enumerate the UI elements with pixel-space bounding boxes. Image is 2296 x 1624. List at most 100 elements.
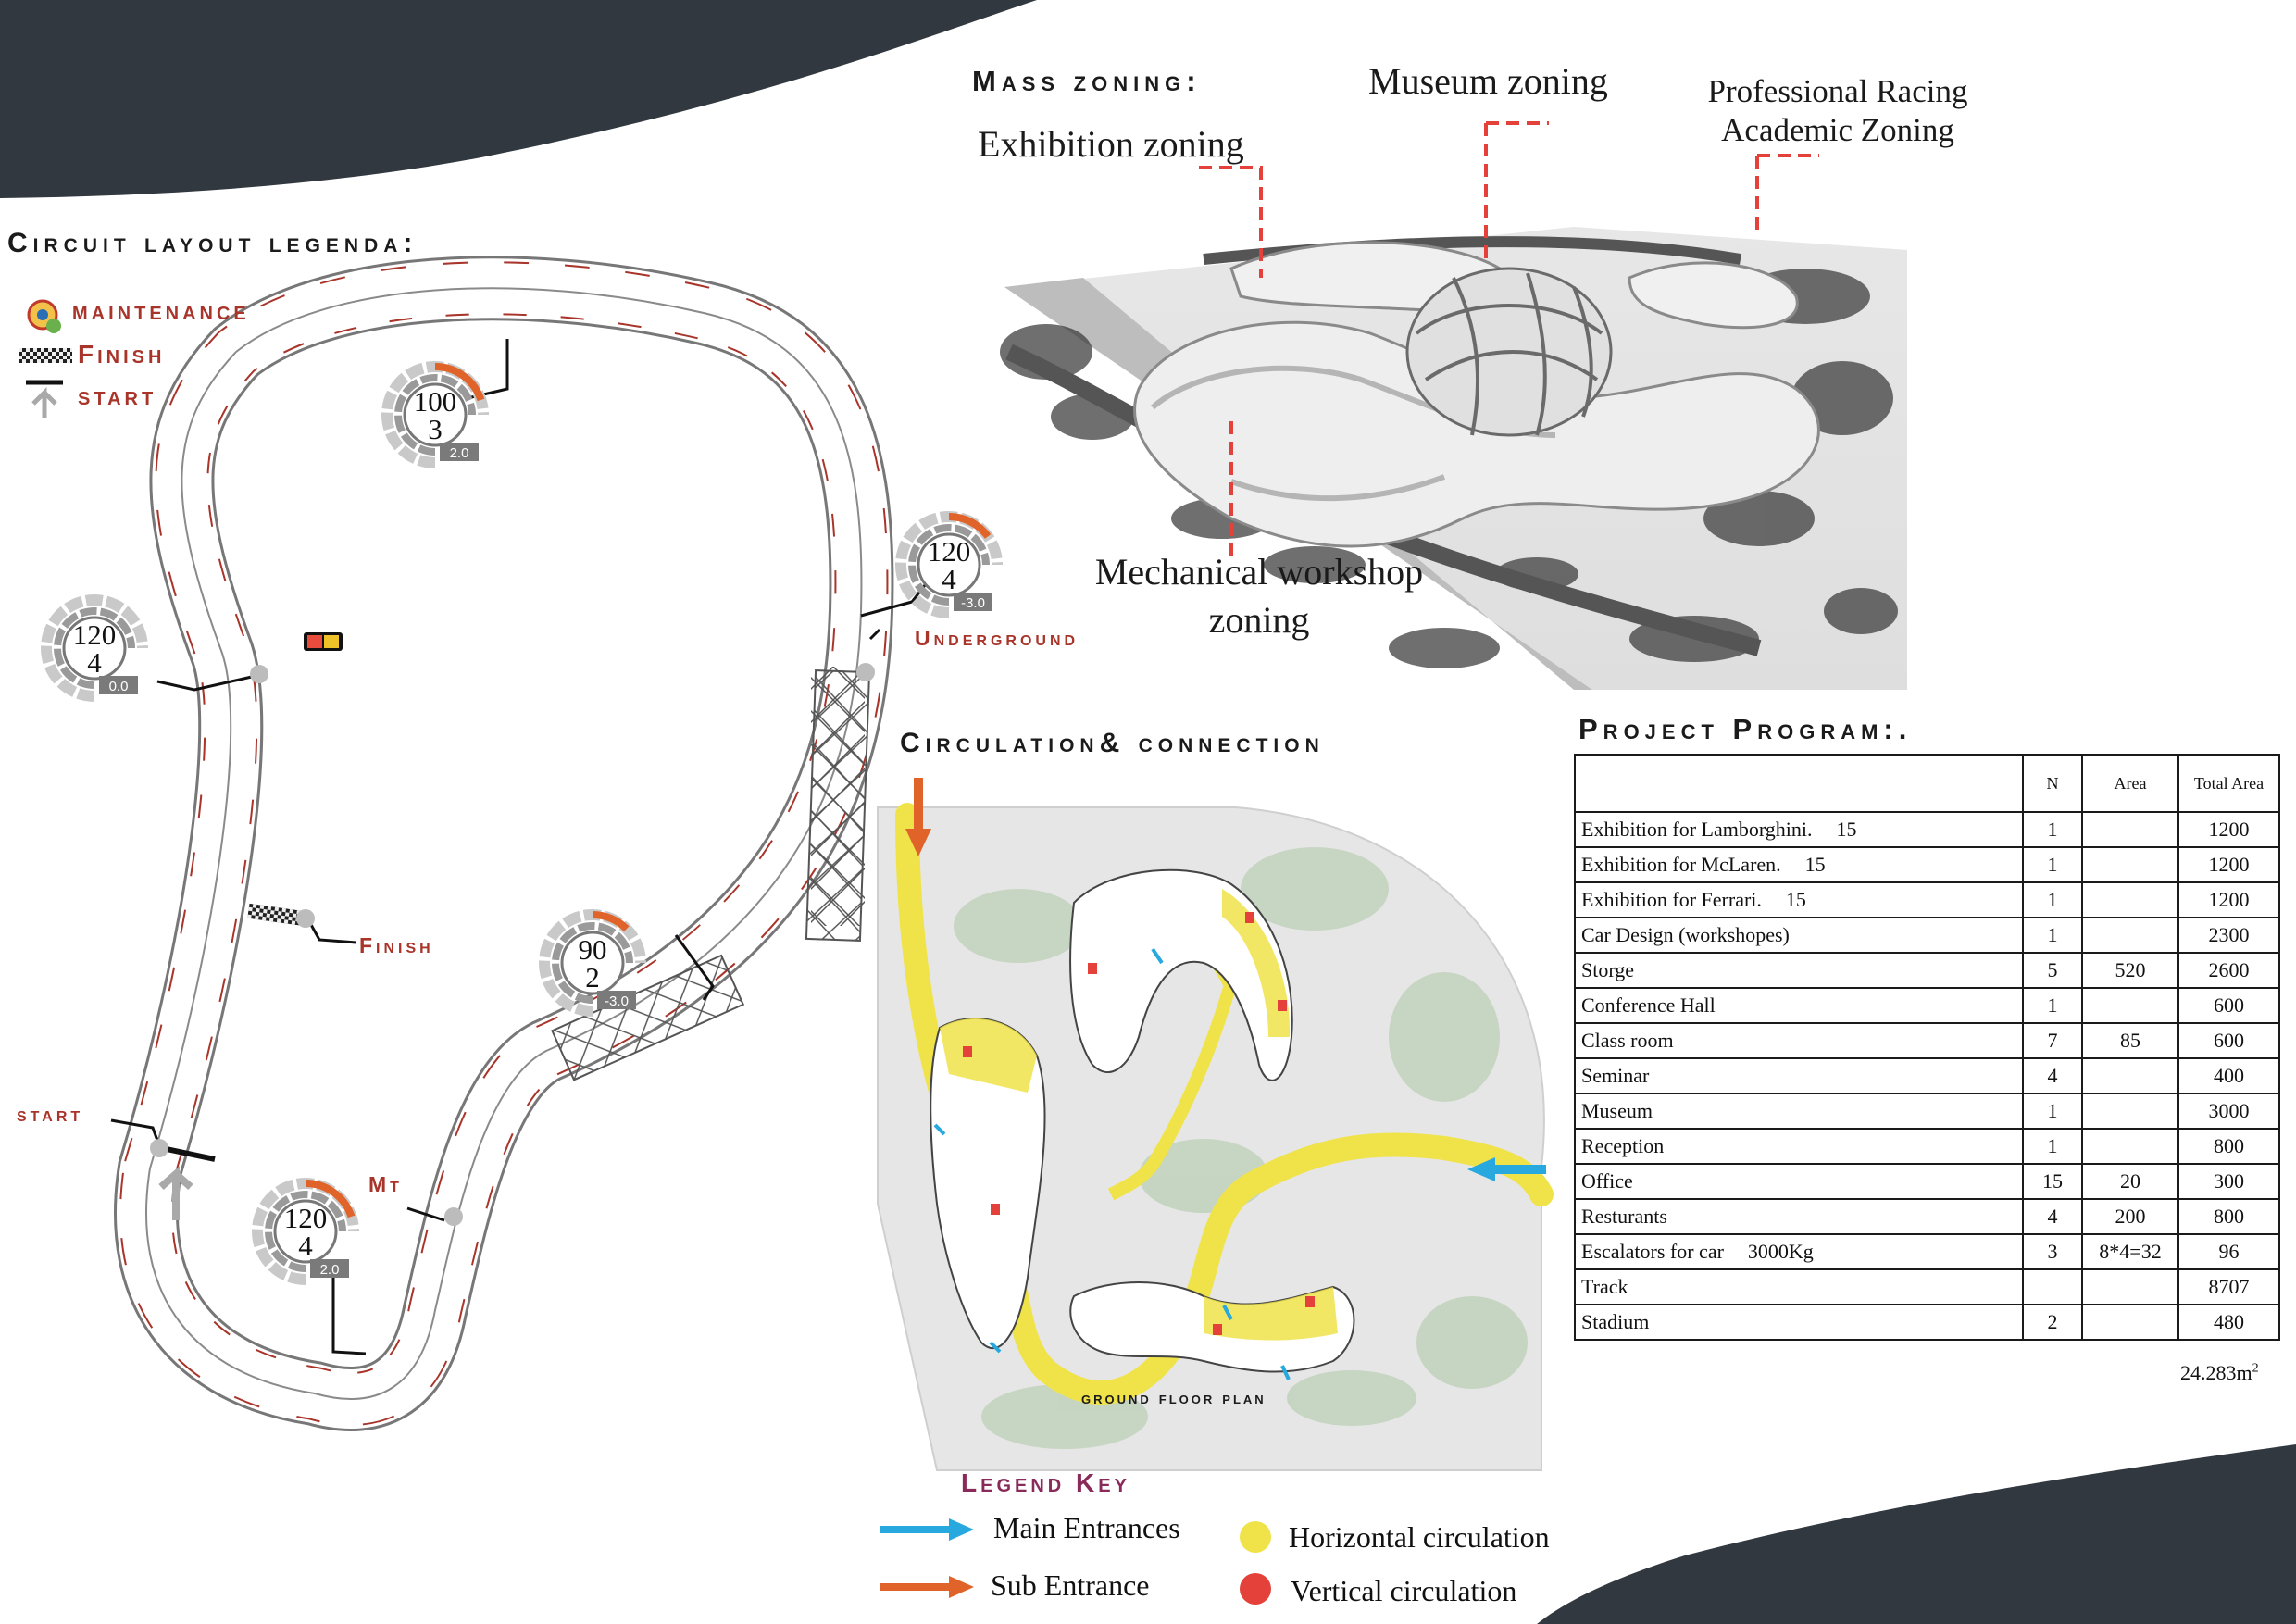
row-name: Seminar	[1574, 1057, 2024, 1094]
maintenance-marker-icon	[304, 632, 343, 651]
program-total-exp: 2	[2252, 1361, 2259, 1376]
gauge-ring	[908, 524, 990, 606]
row-total: 1200	[2177, 846, 2280, 883]
gauge-g: 2.0	[450, 445, 469, 461]
row-area: 20	[2081, 1163, 2179, 1200]
row-name: Exhibition for Ferrari.15	[1574, 881, 2024, 918]
row-name-extra: 15	[1836, 818, 1857, 841]
row-area: 8*4=32	[2081, 1233, 2179, 1270]
row-total: 2300	[2177, 917, 2280, 954]
gauge-g: 0.0	[109, 679, 129, 694]
row-name: Class room	[1574, 1022, 2024, 1059]
row-name-text: Exhibition for McLaren.	[1581, 853, 1781, 876]
bottom-banner	[1537, 1444, 2296, 1624]
header-n: N	[2022, 754, 2083, 813]
row-name-text: Class room	[1581, 1029, 1674, 1052]
gauge-ring	[539, 909, 646, 1017]
row-total: 8707	[2177, 1268, 2280, 1305]
row-n	[2022, 1268, 2083, 1305]
row-n: 4	[2022, 1198, 2083, 1235]
row-area	[2081, 1093, 2179, 1130]
row-name: Conference Hall	[1574, 987, 2024, 1024]
row-name-text: Escalators for car	[1581, 1240, 1724, 1263]
row-name: Track	[1574, 1268, 2024, 1305]
finish-track-label: Finish	[359, 933, 434, 957]
row-name-text: Stadium	[1581, 1310, 1650, 1333]
row-name-extra: 15	[1785, 888, 1806, 911]
start-legend-icon	[26, 380, 63, 418]
underground-label: Underground	[915, 626, 1079, 650]
row-name: Storge	[1574, 952, 2024, 989]
gauge-face	[560, 931, 625, 995]
row-total: 800	[2177, 1198, 2280, 1235]
gauge-g-box	[310, 1259, 349, 1278]
gauge-face	[273, 1199, 338, 1264]
legend-blue-arrow-icon	[880, 1518, 974, 1541]
gauge-speed: 120	[284, 1202, 328, 1234]
gauge-level	[305, 1180, 356, 1218]
professional-line1: Professional Racing	[1707, 73, 1968, 109]
exhibition-zoning-label: Exhibition zoning	[978, 123, 1244, 165]
row-name: Office	[1574, 1163, 2024, 1200]
row-area	[2081, 811, 2179, 848]
gauge-level	[434, 363, 485, 402]
main-entrance-arrow-icon	[1467, 1157, 1546, 1181]
row-area	[2081, 1268, 2179, 1305]
row-name-extra: 3000Kg	[1747, 1240, 1814, 1263]
professional-line2: Academic Zoning	[1721, 112, 1954, 148]
gauge-g-box	[597, 991, 636, 1009]
gauge-face	[62, 616, 127, 681]
program-total-value: 24.283m	[2180, 1361, 2252, 1384]
legend-red-dot-icon	[1240, 1573, 1271, 1605]
start-track-label: start	[17, 1102, 84, 1126]
row-area	[2081, 1304, 2179, 1341]
row-n: 1	[2022, 917, 2083, 954]
sub-entrance-arrow-icon	[905, 778, 931, 856]
row-total: 96	[2177, 1233, 2280, 1270]
row-name-text: Track	[1581, 1275, 1628, 1298]
mt-label: Mt	[368, 1172, 403, 1196]
row-area	[2081, 987, 2179, 1024]
museum-zoning-label: Museum zoning	[1368, 60, 1608, 102]
row-name-text: Storge	[1581, 958, 1635, 981]
program-table: N Area Total Area Exhibition for Lamborg…	[1574, 754, 2280, 1341]
row-total: 1200	[2177, 811, 2280, 848]
row-area	[2081, 881, 2179, 918]
table-row: Track 8707	[1574, 1268, 2280, 1305]
gauge-ring	[41, 594, 148, 702]
gauge-speed: 120	[73, 618, 117, 651]
gauge-ring	[394, 374, 476, 456]
row-n: 1	[2022, 987, 2083, 1024]
mechanical-line2: zoning	[1208, 599, 1310, 641]
mass-render	[1000, 227, 1907, 690]
program-title: Project Program:.	[1578, 713, 1913, 745]
mechanical-line1: Mechanical workshop	[1094, 551, 1424, 593]
row-total: 800	[2177, 1128, 2280, 1165]
row-area	[2081, 1128, 2179, 1165]
gauge-speed: 100	[414, 385, 457, 418]
row-name: Escalators for car 3000Kg	[1574, 1233, 2024, 1270]
header-area: Area	[2081, 754, 2179, 813]
row-area: 85	[2081, 1022, 2179, 1059]
row-name-text: Exhibition for Lamborghini.	[1581, 818, 1813, 841]
row-area	[2081, 917, 2179, 954]
gauge-face	[403, 382, 468, 447]
legend-start-label: start	[78, 381, 157, 410]
gauge-ring	[265, 1191, 346, 1272]
row-area	[2081, 1057, 2179, 1094]
gauge-ring	[54, 607, 135, 689]
